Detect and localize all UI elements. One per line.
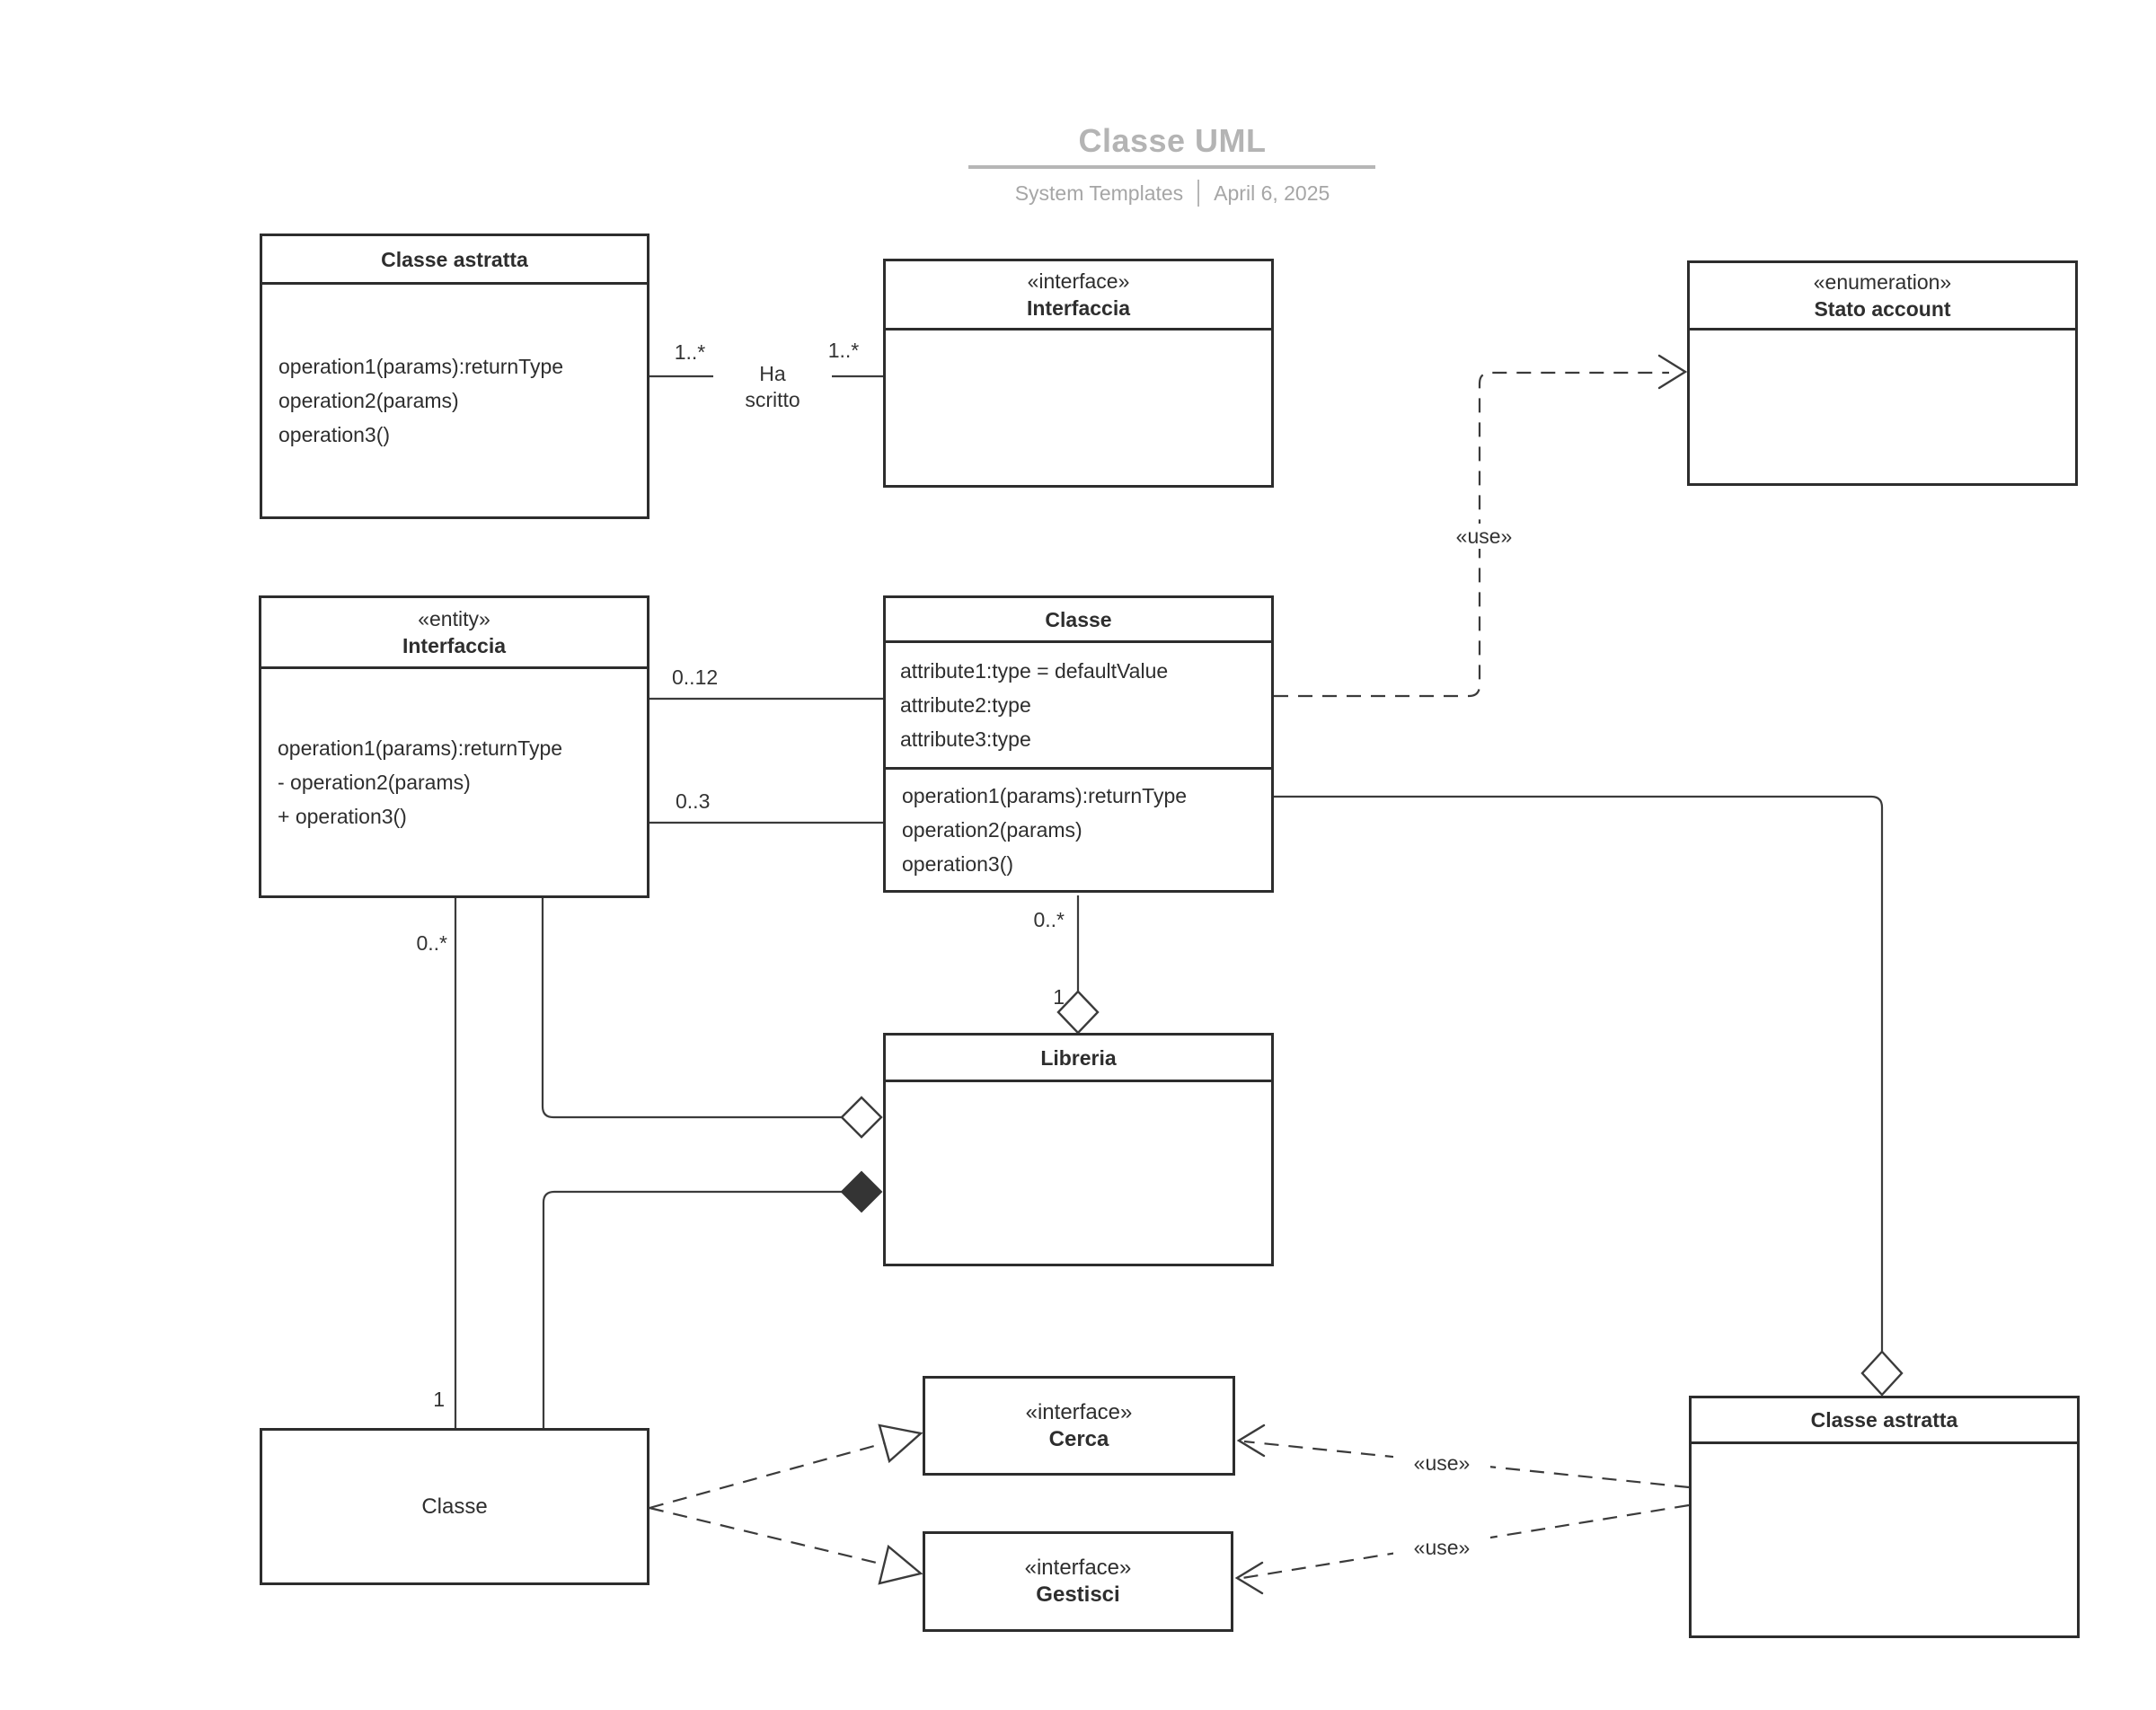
attribute: attribute2:type [900, 693, 1031, 717]
operation: operation3() [902, 852, 1014, 876]
class-box-classe-center[interactable]: Classe attribute1:type = defaultValue at… [883, 595, 1274, 893]
page-title: Classe UML [1078, 122, 1267, 159]
class-name: Gestisci [1036, 1582, 1120, 1607]
class-header: «enumeration» Stato account [1690, 263, 2075, 331]
association-label-line: scritto [745, 388, 800, 411]
class-box-libreria[interactable]: Libreria [883, 1033, 1274, 1266]
realization-triangle-icon [878, 1424, 923, 1464]
empty-compartment [1690, 331, 2075, 483]
multiplicity-1-association: 1 [433, 1388, 445, 1411]
subtitle-divider [1197, 180, 1200, 207]
interface-box-interfaccia-top[interactable]: «interface» Interfaccia [883, 259, 1274, 488]
empty-compartment [1692, 1444, 2077, 1635]
class-name: Cerca [1048, 1426, 1109, 1451]
association-label-line: Ha [759, 362, 786, 385]
realization-classe-gestisci[interactable] [649, 1506, 885, 1566]
class-name: Stato account [1814, 297, 1951, 321]
attribute: attribute3:type [900, 727, 1031, 751]
operations-compartment: operation1(params):returnType operation2… [886, 770, 1271, 890]
class-header: «interface» Gestisci [925, 1534, 1231, 1629]
attribute: attribute1:type = defaultValue [900, 659, 1169, 683]
operation: operation2(params) [278, 389, 459, 412]
interface-box-gestisci[interactable]: «interface» Gestisci [923, 1531, 1233, 1632]
class-name: Classe [421, 1494, 488, 1519]
open-arrowhead-icon [1657, 354, 1688, 390]
class-box-classe-bottom[interactable]: Classe [260, 1428, 649, 1585]
subtitle: System Templates April 6, 2025 [948, 178, 1397, 208]
operation: operation2(params) [902, 818, 1082, 842]
class-header: «entity» Interfaccia [261, 598, 647, 669]
subtitle-source: System Templates [1014, 181, 1184, 205]
empty-compartment [886, 331, 1271, 485]
stereotype: «interface» [1025, 1399, 1133, 1424]
realization-triangle-icon [878, 1544, 923, 1585]
association-label-ha-scritto: Ha scritto [713, 361, 832, 413]
aggregation-diamond-icon [1860, 1350, 1904, 1397]
operation: operation3() [278, 423, 391, 446]
multiplicity-0-12: 0..12 [672, 665, 719, 689]
stereotype: «enumeration» [1813, 270, 1952, 294]
class-name: Interfaccia [1026, 296, 1131, 320]
open-arrowhead-icon [1234, 1561, 1264, 1595]
operation: operation1(params):returnType [902, 784, 1188, 807]
multiplicity-1-star-left: 1..* [674, 340, 706, 364]
composition-diamond-icon [840, 1170, 883, 1213]
attributes-compartment: attribute1:type = defaultValue attribute… [886, 643, 1271, 770]
realization-classe-cerca[interactable] [649, 1441, 885, 1510]
dependency-label-use-gestisci: «use» [1393, 1535, 1490, 1560]
operation: + operation3() [278, 805, 407, 828]
class-name: Classe astratta [262, 236, 647, 285]
aggregation-classe-classe-astratta[interactable] [1274, 795, 1884, 1352]
stereotype: «interface» [1027, 269, 1130, 293]
aggregation-interfaccia-libreria[interactable] [541, 898, 842, 1119]
entity-box-interfaccia[interactable]: «entity» Interfaccia operation1(params):… [259, 595, 649, 898]
stereotype: «entity» [418, 607, 490, 630]
empty-compartment [886, 1082, 1271, 1264]
class-header: «interface» Cerca [925, 1379, 1233, 1473]
multiplicity-0-star-aggregation: 0..* [1033, 908, 1065, 931]
subtitle-date: April 6, 2025 [1214, 181, 1330, 205]
composition-classe-libreria[interactable] [542, 1190, 842, 1428]
class-name: Classe astratta [1692, 1398, 2077, 1444]
multiplicity-0-3: 0..3 [676, 789, 711, 813]
operation: operation1(params):returnType [278, 355, 564, 378]
class-name: Classe [886, 598, 1271, 643]
class-header: «interface» Interfaccia [886, 261, 1271, 331]
class-box-classe-astratta-bottom[interactable]: Classe astratta [1689, 1396, 2080, 1638]
enumeration-box-stato-account[interactable]: «enumeration» Stato account [1687, 260, 2078, 486]
class-name: Interfaccia [402, 634, 507, 657]
dependency-label-use-enum: «use» [1436, 524, 1533, 549]
aggregation-diamond-icon [840, 1096, 883, 1139]
stereotype: «interface» [1024, 1556, 1132, 1580]
operations-compartment: operation1(params):returnType - operatio… [261, 669, 647, 895]
multiplicity-1-star-right: 1..* [827, 339, 860, 362]
operation: operation1(params):returnType [278, 736, 563, 760]
operations-compartment: operation1(params):returnType operation2… [262, 285, 647, 516]
class-box-classe-astratta-top[interactable]: Classe astratta operation1(params):retur… [260, 234, 649, 519]
dependency-use-stato-account[interactable] [1274, 371, 1669, 698]
dependency-label-use-cerca: «use» [1393, 1450, 1490, 1476]
multiplicity-1-aggregation: 1 [1053, 985, 1065, 1009]
multiplicity-0-star-association: 0..* [416, 931, 447, 955]
class-name: Libreria [886, 1036, 1271, 1082]
operation: - operation2(params) [278, 771, 471, 794]
title-underline [968, 165, 1375, 169]
open-arrowhead-icon [1236, 1424, 1266, 1458]
interface-box-cerca[interactable]: «interface» Cerca [923, 1376, 1235, 1476]
